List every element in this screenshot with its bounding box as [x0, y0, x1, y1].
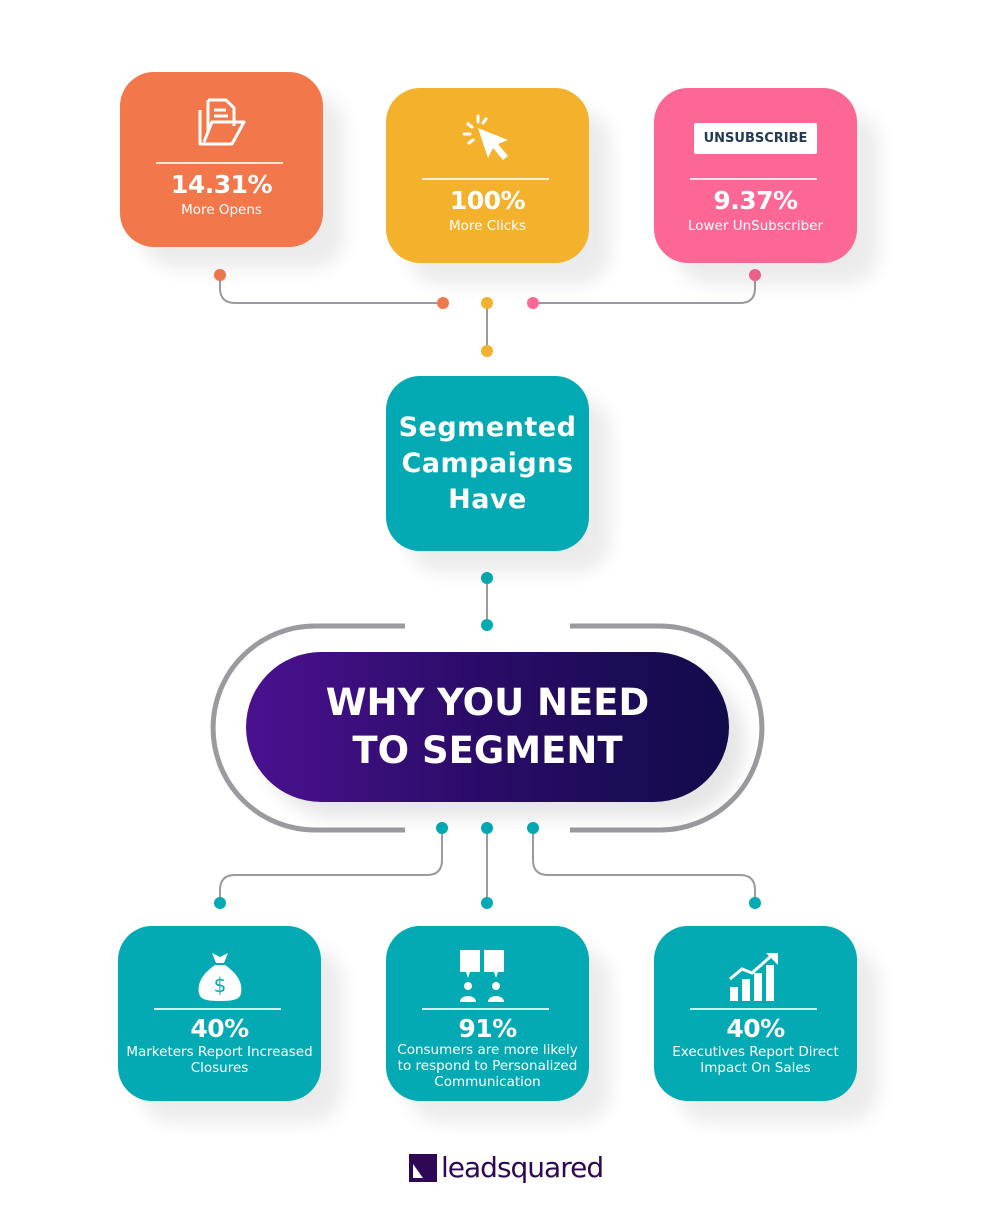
- logo-mark-icon: [409, 1154, 437, 1182]
- divider: [156, 162, 283, 164]
- connector-line: [533, 275, 756, 304]
- title-pill: WHY YOU NEED TO SEGMENT: [246, 652, 729, 802]
- stat-value: 91%: [458, 1014, 517, 1043]
- growth-chart-icon: [654, 946, 857, 1006]
- stat-card-closures: $ 40% Marketers Report Increased Closure…: [118, 926, 321, 1101]
- unsubscribe-button-icon: UNSUBSCRIBE: [654, 108, 857, 168]
- stat-value: 9.37%: [713, 186, 798, 215]
- connector-line: [219, 275, 443, 304]
- stat-card-unsubscribe: UNSUBSCRIBE 9.37% Lower UnSubscriber: [654, 88, 857, 263]
- stat-card-sales: 40% Executives Report Direct Impact On S…: [654, 926, 857, 1101]
- stat-value: 40%: [190, 1014, 249, 1043]
- stat-label: Executives Report Direct Impact On Sales: [672, 1044, 839, 1076]
- stat-label: Lower UnSubscriber: [687, 218, 824, 234]
- stat-card-clicks: 100% More Clicks: [386, 88, 589, 263]
- divider: [690, 178, 817, 180]
- stat-value: 14.31%: [170, 170, 273, 199]
- stat-value: 100%: [449, 186, 526, 215]
- divider: [422, 1008, 549, 1010]
- divider: [422, 178, 549, 180]
- title-line-1: WHY YOU NEED: [325, 681, 650, 724]
- stat-label: Consumers are more likely to respond to …: [397, 1042, 578, 1090]
- leadsquared-logo: leadsquared: [409, 1151, 604, 1184]
- divider: [690, 1008, 817, 1010]
- stat-label: More Clicks: [449, 218, 526, 234]
- connector-line: [532, 828, 756, 903]
- title-line-2: TO SEGMENT: [352, 729, 623, 772]
- stat-card-personalized: 91% Consumers are more likely to respond…: [386, 926, 589, 1101]
- stat-value: 40%: [726, 1014, 785, 1043]
- connector-line: [219, 828, 443, 903]
- money-bag-icon: $: [118, 946, 321, 1006]
- folder-document-icon: [120, 92, 323, 152]
- segmented-campaigns-card: Segmented Campaigns Have: [386, 376, 589, 551]
- logo-text: leadsquared: [441, 1151, 604, 1184]
- bracket-outline: [210, 623, 765, 833]
- stat-card-opens: 14.31% More Opens: [120, 72, 323, 247]
- svg-text:$: $: [213, 973, 226, 997]
- stat-label: Marketers Report Increased Closures: [126, 1044, 313, 1076]
- divider: [154, 1008, 281, 1010]
- connector-dots: [214, 269, 761, 909]
- conversation-people-icon: [386, 946, 589, 1006]
- cursor-click-icon: [386, 108, 589, 168]
- stat-label: More Opens: [181, 202, 262, 218]
